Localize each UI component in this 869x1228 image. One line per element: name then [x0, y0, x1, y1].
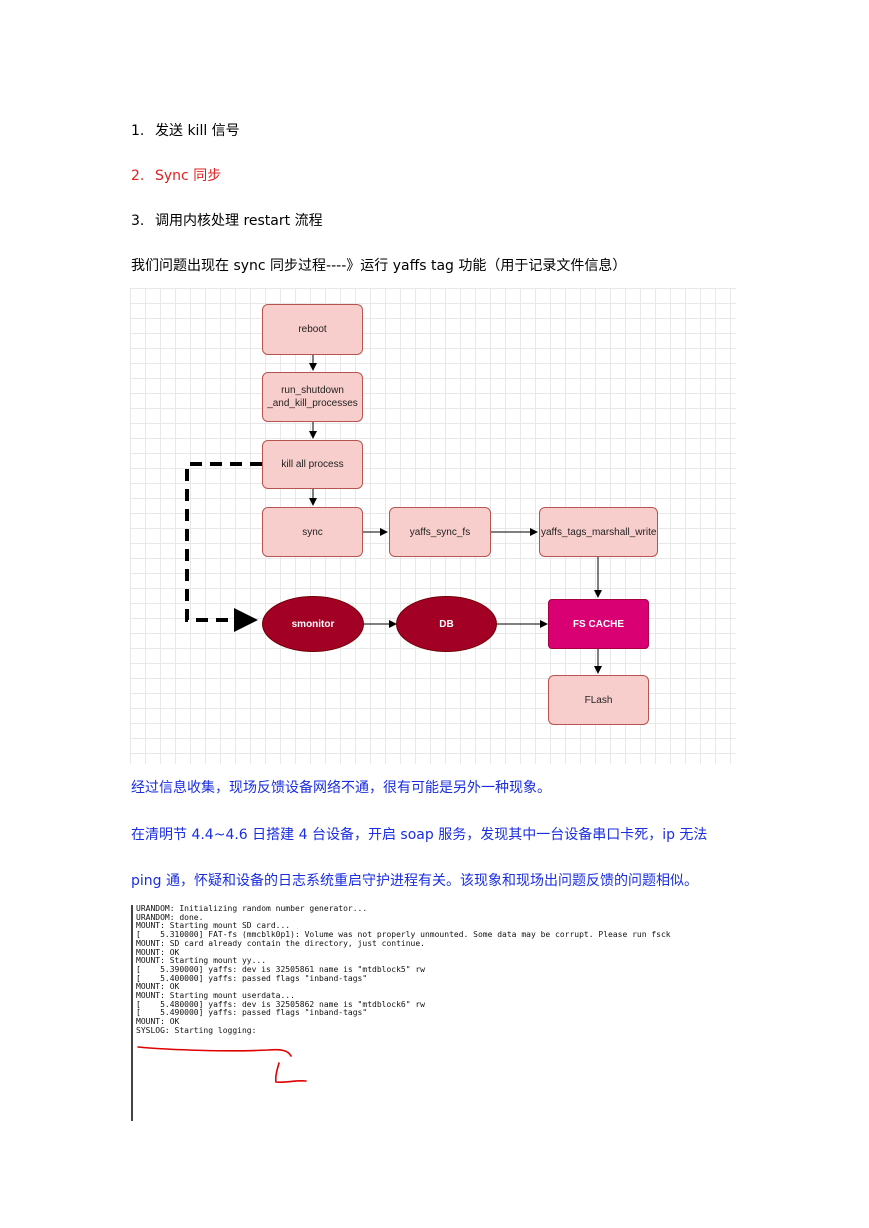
terminal-line: [ 5.390000] yaffs: dev is 32505861 name …: [136, 965, 425, 974]
node-label: yaffs_sync_fs: [409, 526, 471, 538]
step-text: 调用内核处理 restart 流程: [155, 213, 323, 229]
terminal-line: URANDOM: Initializing random number gene…: [136, 905, 368, 913]
node-yaffs-sync-fs: yaffs_sync_fs: [389, 507, 491, 557]
paragraph-observation-1: 在清明节 4.4~4.6 日搭建 4 台设备，开启 soap 服务，发现其中一台…: [131, 827, 708, 843]
terminal-line: MOUNT: SD card already contain the direc…: [136, 939, 425, 948]
node-kill-all-process: kill all process: [262, 440, 363, 489]
node-fs-cache: FS CACHE: [548, 599, 649, 649]
terminal-line: MOUNT: Starting mount SD card...: [136, 922, 291, 931]
node-label-line1: run_shutdown: [281, 385, 344, 396]
terminal-line: MOUNT: Starting mount yy...: [136, 957, 267, 966]
terminal-log: URANDOM: Initializing random number gene…: [131, 905, 739, 1121]
paragraph-info: 经过信息收集，现场反馈设备网络不通，很有可能是另外一种现象。: [131, 780, 551, 796]
node-db: DB: [396, 596, 497, 652]
terminal-line: [ 5.480000] yaffs: dev is 32505862 name …: [136, 1000, 425, 1009]
node-label: smonitor: [291, 618, 335, 630]
terminal-line: MOUNT: OK: [136, 1018, 180, 1027]
terminal-line: [ 5.310000] FAT-fs (mmcblk0p1): Volume w…: [136, 931, 671, 940]
step-number: 3.: [131, 213, 145, 229]
node-label: sync: [302, 526, 323, 538]
node-sync: sync: [262, 507, 363, 557]
step-text: 发送 kill 信号: [155, 123, 240, 139]
node-smonitor: smonitor: [262, 596, 364, 652]
node-yaffs-tags-marshall-write: yaffs_tags_marshall_write: [539, 507, 658, 557]
diagram-connectors: [185, 355, 602, 674]
node-label: reboot: [298, 324, 327, 335]
node-label: kill all process: [281, 459, 344, 470]
terminal-line: MOUNT: OK: [136, 983, 180, 992]
step-text: Sync 同步: [155, 168, 222, 184]
terminal-line: URANDOM: done.: [136, 913, 204, 922]
terminal-line: [ 5.490000] yaffs: passed flags "inband-…: [136, 1009, 368, 1018]
paragraph-observation-2: ping 通，怀疑和设备的日志系统重启守护进程有关。该现象和现场出问题反馈的问题…: [131, 873, 698, 889]
terminal-line: MOUNT: Starting mount userdata...: [136, 992, 295, 1001]
step-number: 2.: [131, 168, 145, 184]
node-label: FLash: [584, 694, 613, 706]
node-label-line2: _and_kill_processes: [267, 398, 358, 409]
node-run-shutdown: run_shutdown _and_kill_processes: [262, 372, 363, 422]
node-reboot: reboot: [262, 304, 363, 355]
step-2: 2. Sync 同步: [131, 165, 221, 185]
intro-paragraph: 我们问题出现在 sync 同步过程----》运行 yaffs tag 功能（用于…: [131, 258, 627, 274]
node-label: FS CACHE: [572, 618, 625, 630]
step-number: 1.: [131, 123, 145, 139]
node-flash: FLash: [548, 675, 649, 725]
dashed-connector-kill-to-smonitor: [185, 462, 262, 632]
terminal-line: MOUNT: OK: [136, 948, 180, 957]
node-label: DB: [439, 618, 454, 630]
terminal-line: [ 5.400000] yaffs: passed flags "inband-…: [136, 974, 368, 983]
step-3: 3. 调用内核处理 restart 流程: [131, 210, 323, 230]
step-1: 1. 发送 kill 信号: [131, 120, 240, 140]
terminal-line: SYSLOG: Starting logging:: [136, 1026, 257, 1035]
flow-diagram: reboot run_shutdown _and_kill_processes …: [130, 288, 736, 764]
node-label: yaffs_tags_marshall_write: [541, 526, 657, 538]
